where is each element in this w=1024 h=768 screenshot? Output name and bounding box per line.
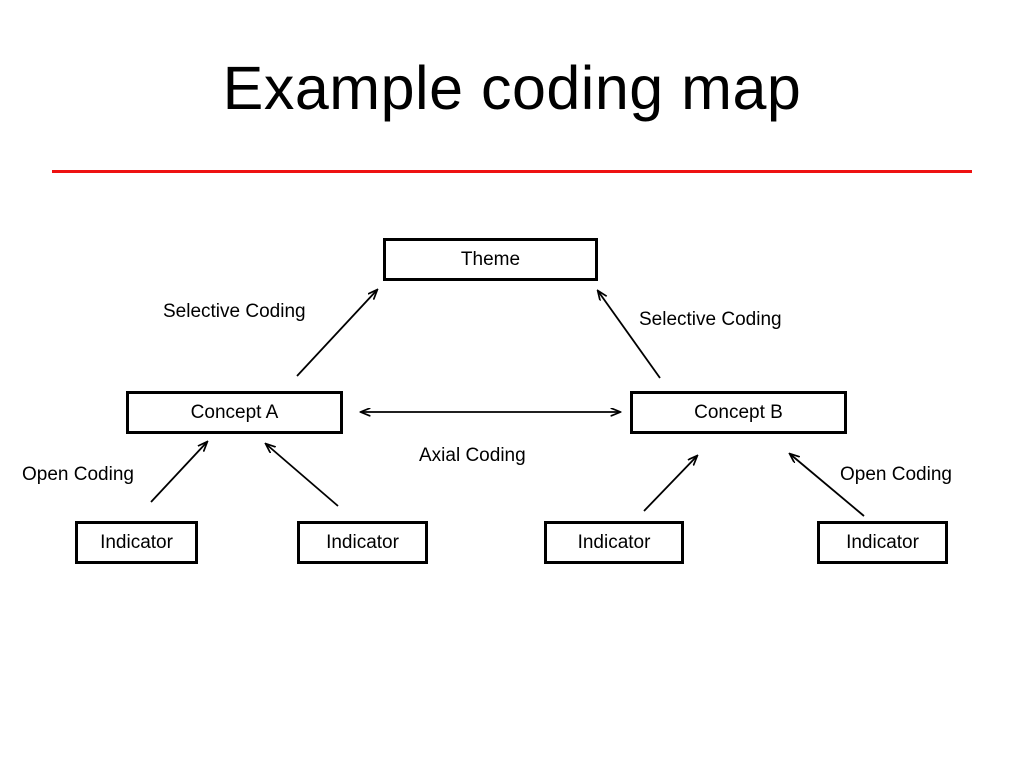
edge-concept-b-to-theme xyxy=(598,291,661,379)
node-indicator-4[interactable]: Indicator xyxy=(817,521,948,564)
edge-label-open-coding-right: Open Coding xyxy=(840,464,952,485)
node-indicator-3-label: Indicator xyxy=(577,531,651,553)
edge-indicator-4-to-concept-b xyxy=(790,454,865,517)
edge-indicator-2-to-concept-a xyxy=(266,444,339,507)
node-indicator-1-label: Indicator xyxy=(100,531,173,553)
page-title: Example coding map xyxy=(222,54,802,122)
node-indicator-2[interactable]: Indicator xyxy=(297,521,428,564)
edge-label-selective-coding-right: Selective Coding xyxy=(639,309,782,330)
node-concept-a[interactable]: Concept A xyxy=(126,391,343,434)
edge-label-axial-coding: Axial Coding xyxy=(419,445,526,466)
edge-label-open-coding-left: Open Coding xyxy=(22,464,134,485)
node-concept-a-label: Concept A xyxy=(190,401,279,423)
edge-indicator-1-to-concept-a xyxy=(150,442,207,503)
node-theme[interactable]: Theme xyxy=(383,238,598,281)
edge-indicator-3-to-concept-b xyxy=(643,456,697,512)
node-concept-b-label: Concept B xyxy=(694,401,783,423)
node-concept-b[interactable]: Concept B xyxy=(630,391,847,434)
node-indicator-3[interactable]: Indicator xyxy=(544,521,684,564)
node-indicator-4-label: Indicator xyxy=(846,531,919,553)
node-theme-label: Theme xyxy=(460,248,521,270)
node-indicator-1[interactable]: Indicator xyxy=(75,521,198,564)
title-underline-rule xyxy=(52,170,972,173)
node-indicator-2-label: Indicator xyxy=(326,531,399,553)
edge-label-selective-coding-left: Selective Coding xyxy=(163,301,306,322)
edge-concept-a-to-theme xyxy=(296,290,377,377)
